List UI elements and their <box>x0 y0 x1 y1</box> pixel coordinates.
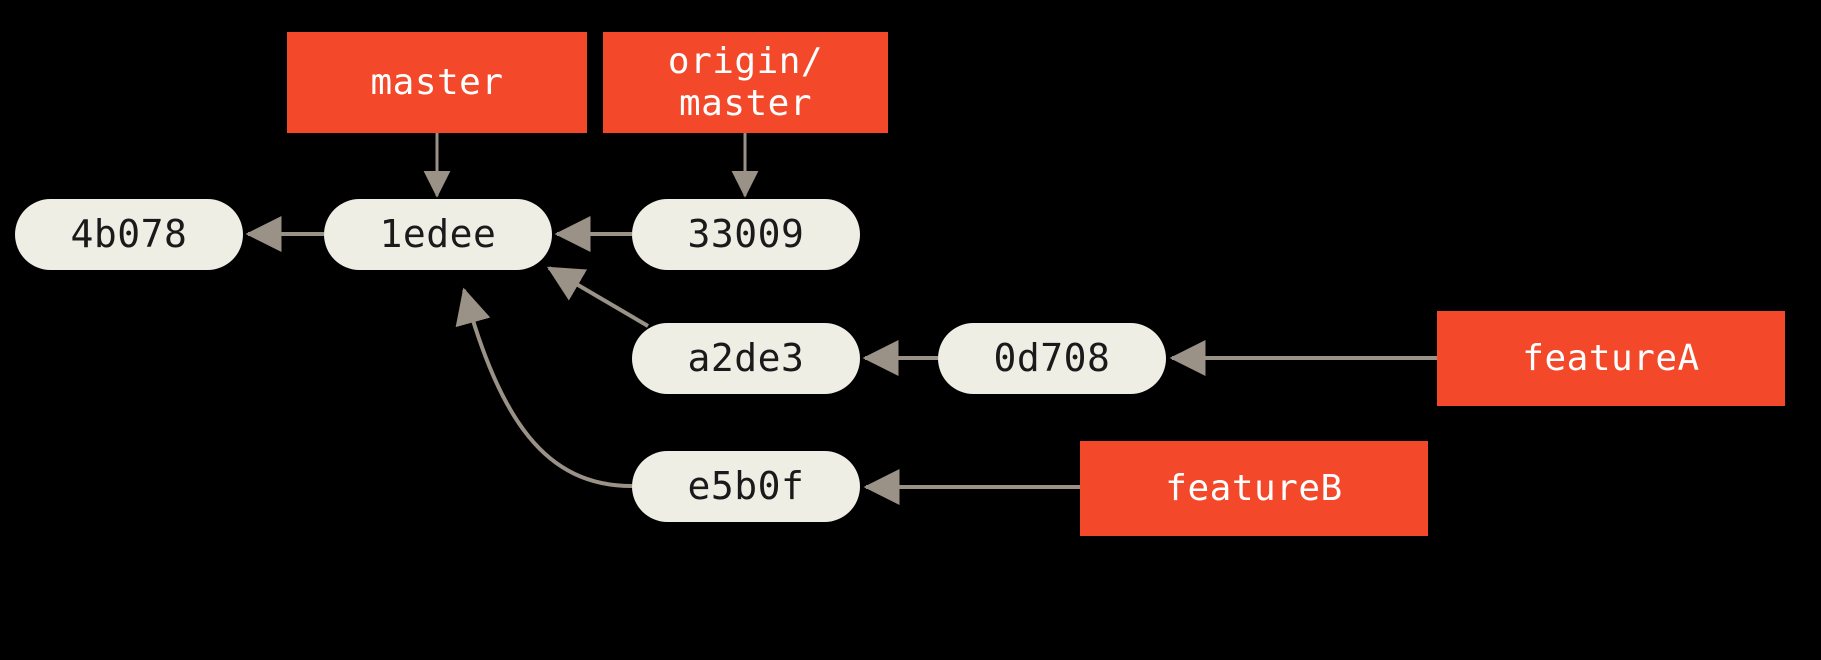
edge-a2de3-to-1edee <box>546 266 650 328</box>
commit-node-e5b0f[interactable]: e5b0f <box>632 451 860 522</box>
branch-label-origin-master[interactable]: origin/ master <box>603 32 888 133</box>
branch-label-featureA[interactable]: featureA <box>1437 311 1785 406</box>
commit-node-1edee[interactable]: 1edee <box>324 199 552 270</box>
commit-node-a2de3[interactable]: a2de3 <box>632 323 860 394</box>
commit-node-33009[interactable]: 33009 <box>632 199 860 270</box>
branch-label-master[interactable]: master <box>287 32 587 133</box>
commit-node-0d708[interactable]: 0d708 <box>938 323 1166 394</box>
edge-e5b0f-to-1edee <box>455 287 633 488</box>
commit-node-4b078[interactable]: 4b078 <box>15 199 243 270</box>
branch-label-featureB[interactable]: featureB <box>1080 441 1428 536</box>
